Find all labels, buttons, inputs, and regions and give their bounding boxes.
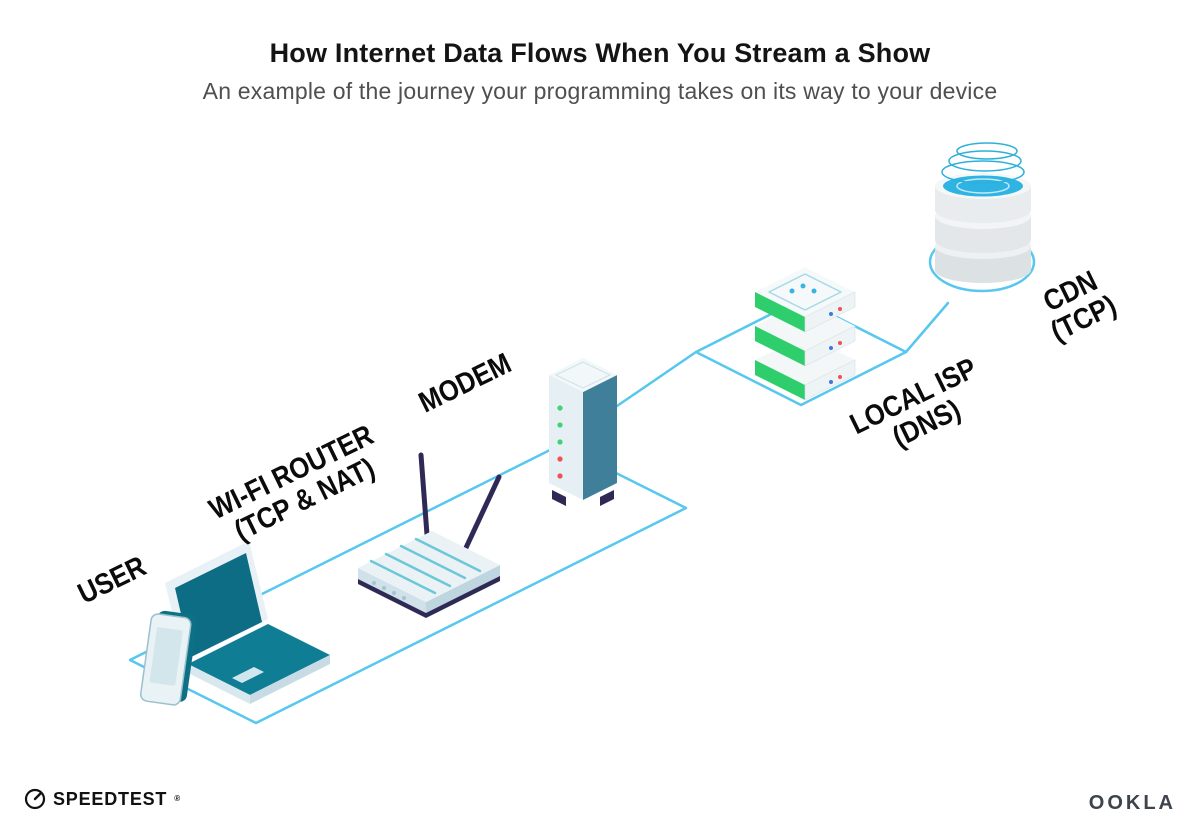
router-side-right [426, 565, 500, 613]
laptop-front-edge [250, 655, 330, 704]
router-side-left [358, 568, 426, 613]
modem-leds [557, 405, 563, 479]
router-antenna-left [418, 452, 431, 551]
ookla-logo: OOKLA [1088, 792, 1176, 814]
router-top [358, 531, 500, 602]
laptop-screen [175, 553, 262, 657]
phone [139, 610, 198, 706]
phone-screen [149, 627, 183, 686]
speedtest-gauge-icon [24, 788, 46, 810]
router-leds [372, 581, 406, 600]
modem-face-right [583, 375, 617, 500]
laptop-trackpad [232, 667, 264, 683]
connection-path [128, 231, 1036, 725]
server-top-dots [789, 283, 817, 294]
server-slab [755, 267, 856, 333]
router-vents [369, 537, 482, 595]
modem-face-left [549, 375, 583, 500]
server-top-panel [768, 273, 842, 311]
page-subtitle: An example of the journey your programmi… [202, 78, 998, 104]
page-title: How Internet Data Flows When You Stream … [269, 38, 931, 68]
cdn-database [935, 142, 1031, 283]
router-base-dark-right [426, 575, 500, 618]
modem [549, 358, 617, 506]
router-antenna-right [461, 474, 502, 555]
laptop-left-edge [188, 664, 250, 704]
cdn-data-rings [941, 142, 1025, 184]
modem-top-inset [554, 361, 612, 389]
modem-top [549, 358, 617, 392]
wifi-router [358, 452, 502, 618]
isp-cdn-link [904, 301, 950, 354]
speedtest-trademark: ® [174, 794, 181, 803]
user-zone-outline [128, 443, 688, 725]
laptop-deck [188, 624, 330, 695]
isp-server-stack [755, 267, 856, 401]
router-base-dark-left [358, 578, 426, 618]
speedtest-wordmark: SPEEDTEST [53, 788, 168, 809]
modem-foot-right [600, 490, 614, 506]
modem-foot-left [552, 490, 566, 506]
speedtest-logo: SPEEDTEST ® [24, 788, 181, 810]
